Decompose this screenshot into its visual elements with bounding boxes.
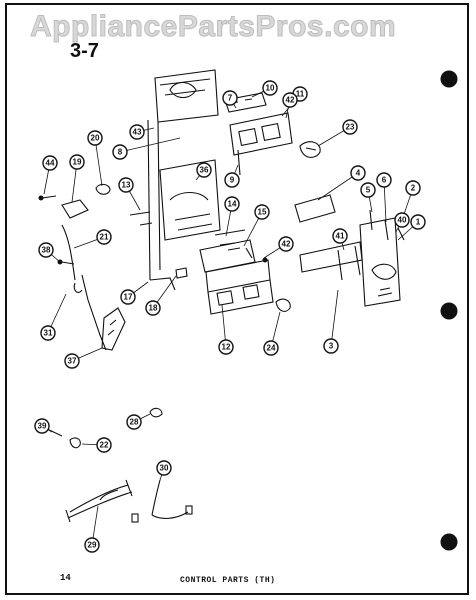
callout-label: 44 (46, 159, 55, 168)
callout-38: 38 (38, 242, 54, 258)
callout-label: 1 (416, 218, 421, 227)
bracket-assembly-drawing (294, 194, 401, 307)
callout-8: 8 (112, 144, 128, 160)
callout-44: 44 (42, 155, 58, 171)
callout-42-middle: 42 (278, 236, 294, 252)
callout-label: 10 (266, 84, 275, 93)
callout-1: 1 (410, 214, 426, 230)
callout-10: 10 (262, 80, 278, 96)
callout-28: 28 (126, 414, 142, 430)
callout-label: 20 (91, 134, 100, 143)
callout-23: 23 (342, 119, 358, 135)
callout-label: 2 (411, 184, 416, 193)
rod-and-handle-drawing (61, 224, 126, 351)
callout-label: 3 (329, 342, 334, 351)
callout-19: 19 (69, 154, 85, 170)
callout-label: 5 (366, 186, 371, 195)
callout-9: 9 (224, 172, 240, 188)
screws-drawing (38, 195, 405, 265)
page-border (5, 3, 469, 595)
callout-label: 19 (73, 158, 82, 167)
callout-7: 7 (222, 90, 238, 106)
callout-43: 43 (129, 124, 145, 140)
callout-label: 43 (133, 128, 142, 137)
callout-label: 28 (130, 418, 139, 427)
page-number: 14 (60, 573, 71, 583)
callout-29: 29 (84, 537, 100, 553)
callout-label: 24 (267, 344, 276, 353)
callout-20: 20 (87, 130, 103, 146)
callout-label: 14 (228, 200, 237, 209)
callout-label: 9 (230, 176, 235, 185)
leader-lines (41, 87, 419, 546)
callout-5: 5 (360, 182, 376, 198)
callout-31: 31 (40, 325, 56, 341)
binder-hole-bottom (440, 533, 458, 551)
callout-18: 18 (145, 300, 161, 316)
binder-hole-middle (440, 302, 458, 320)
callout-label: 29 (88, 541, 97, 550)
callout-15: 15 (254, 204, 270, 220)
callout-14: 14 (224, 196, 240, 212)
callout-22: 22 (96, 437, 112, 453)
callout-12: 12 (218, 339, 234, 355)
callout-label: 36 (200, 166, 209, 175)
callout-3: 3 (323, 338, 339, 354)
callout-label: 41 (336, 232, 345, 241)
callout-label: 39 (38, 422, 47, 431)
callout-label: 4 (356, 169, 361, 178)
callout-36: 36 (196, 162, 212, 178)
binder-hole-top (440, 70, 458, 88)
callout-label: 8 (118, 148, 123, 157)
callout-17: 17 (120, 289, 136, 305)
callout-label: 17 (124, 293, 133, 302)
small-parts-drawing (175, 247, 291, 312)
callout-label: 6 (382, 176, 387, 185)
callout-4: 4 (350, 165, 366, 181)
callout-label: 12 (222, 343, 231, 352)
callout-24: 24 (263, 340, 279, 356)
callout-label: 30 (160, 464, 169, 473)
callout-30-lower: 30 (156, 460, 172, 476)
callout-41: 41 (332, 228, 348, 244)
diagram-caption: CONTROL PARTS (TH) (180, 576, 276, 585)
callout-label: 13 (122, 181, 131, 190)
callout-40: 40 (394, 212, 410, 228)
callout-13: 13 (118, 177, 134, 193)
control-panel-drawing (229, 112, 293, 176)
callout-label: 7 (228, 94, 233, 103)
knob-drawing (299, 141, 321, 158)
wiring-harness-drawing (65, 479, 193, 523)
callout-label: 40 (398, 216, 407, 225)
watermark: AppliancePartsPros.com (29, 10, 397, 44)
control-box-drawing (205, 259, 274, 315)
callout-2: 2 (405, 180, 421, 196)
callout-39: 39 (34, 418, 50, 434)
callout-label: 18 (149, 304, 158, 313)
callout-label: 31 (44, 329, 53, 338)
callout-label: 42 (282, 240, 291, 249)
callout-label: 42 (286, 96, 295, 105)
callout-21: 21 (96, 229, 112, 245)
callout-label: 11 (296, 90, 305, 99)
callout-label: 15 (258, 208, 267, 217)
callout-label: 37 (68, 357, 77, 366)
callout-label: 38 (42, 246, 51, 255)
callout-label: 21 (100, 233, 109, 242)
lever-drawing (61, 183, 111, 219)
callout-label: 23 (346, 123, 355, 132)
figure-id: 3-7 (70, 40, 99, 62)
callout-6: 6 (376, 172, 392, 188)
callout-42-top: 42 (282, 92, 298, 108)
callout-label: 22 (100, 441, 109, 450)
callout-37: 37 (64, 353, 80, 369)
